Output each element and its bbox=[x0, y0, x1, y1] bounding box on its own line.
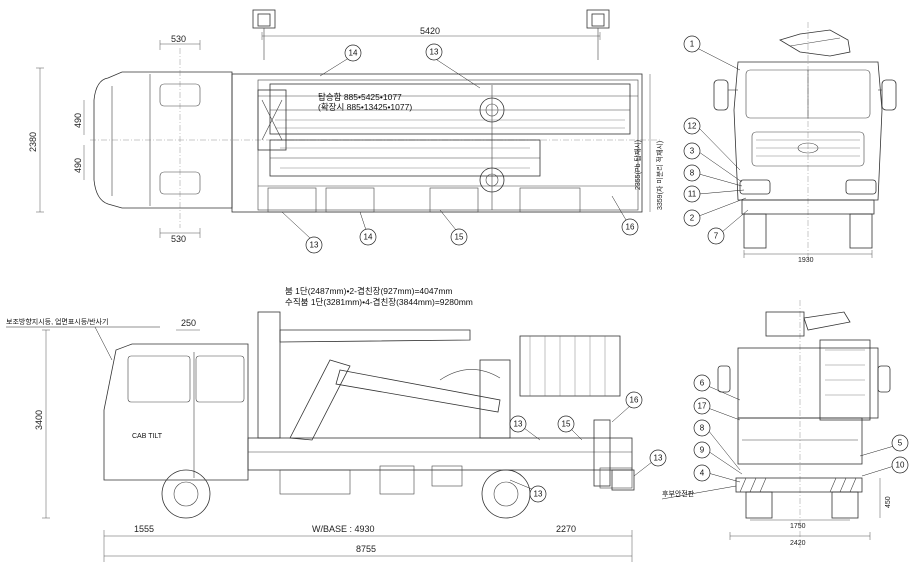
dim-front-width: 1930 bbox=[798, 257, 814, 264]
callout-16-side: 16 bbox=[630, 396, 639, 405]
callout-10: 10 bbox=[896, 461, 905, 470]
dim-height: 3400 bbox=[34, 410, 44, 430]
side-left-note: 보조방향지시등, 업면표시등/반사기 bbox=[6, 317, 108, 326]
rear-bumper-hatch bbox=[739, 477, 857, 493]
callout-6: 6 bbox=[700, 379, 705, 388]
dim-overall-length: 8755 bbox=[356, 544, 376, 554]
callout-8-front: 8 bbox=[690, 169, 695, 178]
callout-16-top: 16 bbox=[626, 223, 635, 232]
callout-15-side: 15 bbox=[562, 420, 571, 429]
cab-tilt-label: CAB TILT bbox=[132, 433, 163, 440]
callout-11: 11 bbox=[688, 190, 697, 199]
dim-wheel-lower: 490 bbox=[73, 158, 83, 173]
dim-track: 1750 bbox=[790, 523, 806, 530]
callout-4: 4 bbox=[700, 469, 705, 478]
boom-note-2: 수직붐 1단(3281mm)•4-겹친장(3844mm)=9280mm bbox=[285, 297, 473, 307]
dim-overall-width: 2420 bbox=[790, 540, 806, 547]
dim-platform-height: 3359(자 미분리 적재시) bbox=[655, 141, 664, 210]
callout-1: 1 bbox=[690, 40, 695, 49]
callout-9: 9 bbox=[700, 446, 705, 455]
callout-13-bottom: 13 bbox=[310, 241, 319, 250]
side-view: 붐 1단(2487mm)•2-겹친장(927mm)=4047mm 수직붐 1단(… bbox=[6, 286, 667, 562]
callout-13-side-upper: 13 bbox=[514, 420, 523, 429]
callout-17: 17 bbox=[698, 402, 707, 411]
callout-13-top: 13 bbox=[430, 48, 439, 57]
platform-note-1: 탑승함 885•5425•1077 bbox=[318, 92, 402, 102]
dim-wheel-upper: 490 bbox=[73, 113, 83, 128]
callout-12: 12 bbox=[688, 122, 697, 131]
dim-rear-overhang: 2270 bbox=[556, 524, 576, 534]
rear-view: 후부안전판 1750 2420 450 6 17 8 9 4 5 10 bbox=[661, 300, 909, 548]
callout-14-bottom: 14 bbox=[364, 233, 373, 242]
callout-13-side-lower: 13 bbox=[534, 490, 543, 499]
dim-platform-width: 2355(Pb 탑재시) bbox=[634, 140, 642, 190]
callout-5: 5 bbox=[898, 439, 903, 448]
dim-width: 2380 bbox=[28, 132, 38, 152]
dim-bumper-height: 450 bbox=[885, 496, 892, 508]
callout-15-top: 15 bbox=[455, 233, 464, 242]
top-view: 5420 530 530 2380 490 490 bbox=[28, 9, 664, 254]
rear-safety-note: 후부안전판 bbox=[662, 489, 695, 498]
dim-cab-offset-bottom: 530 bbox=[171, 234, 186, 244]
callout-3: 3 bbox=[690, 147, 695, 156]
callout-13-side-right: 13 bbox=[654, 454, 663, 463]
callout-8-rear: 8 bbox=[700, 424, 705, 433]
callout-2: 2 bbox=[690, 214, 695, 223]
dim-wheelbase: W/BASE : 4930 bbox=[312, 524, 375, 534]
platform-note-2: (확장시 885•13425•1077) bbox=[318, 102, 412, 112]
callout-14-top: 14 bbox=[349, 49, 358, 58]
dim-overall-length-top: 5420 bbox=[420, 26, 440, 36]
callout-7: 7 bbox=[714, 232, 719, 241]
front-view: 1930 1 12 3 8 11 2 7 bbox=[683, 22, 897, 264]
boom-note-1: 붐 1단(2487mm)•2-겹친장(927mm)=4047mm bbox=[285, 286, 453, 296]
dim-cab-offset-top: 530 bbox=[171, 34, 186, 44]
dim-cab-top: 250 bbox=[181, 318, 196, 328]
dim-front-overhang: 1555 bbox=[134, 524, 154, 534]
